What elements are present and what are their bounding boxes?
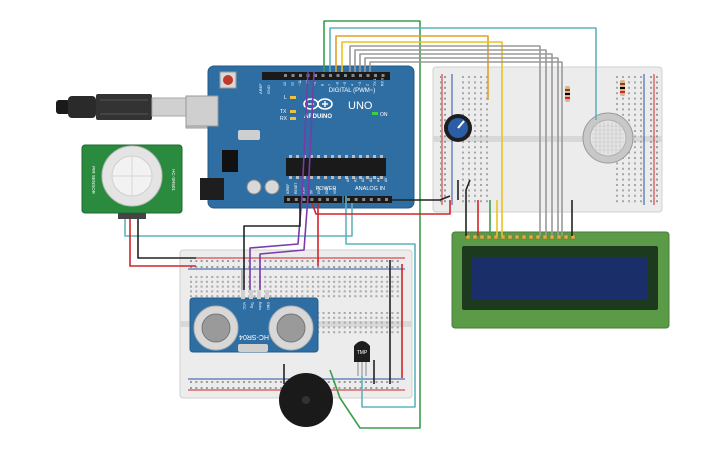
wire-gray-3 [359, 53, 553, 236]
led-tx-label: TX [280, 109, 287, 115]
gas-sensor-mesh [592, 122, 624, 154]
wire-teal-top [329, 27, 597, 120]
analog-pin-label: A4 [376, 178, 380, 182]
breadboard-right-holes [440, 76, 658, 203]
wire-black-pir [137, 219, 196, 259]
ultrasonic-pin-label: GND [266, 302, 270, 310]
wire-purple-1 [249, 71, 309, 290]
digital-pin-label: ~3 [358, 82, 362, 86]
led-on-label: ON [380, 112, 388, 118]
power-pin-label: GND [325, 186, 329, 194]
pir-left-label: PIR SENSOR [91, 166, 96, 195]
wire-green [323, 20, 421, 429]
wire-purple-2 [259, 71, 315, 290]
analog-pin-label: A2 [361, 178, 365, 182]
resistor-1 [565, 86, 570, 102]
analog-pin-label: A1 [354, 178, 358, 182]
lcd-screen [472, 258, 648, 300]
power-header-label: POWER [316, 186, 337, 192]
power-pin-label: IOREF [286, 184, 290, 194]
pir-right-label: HC-SR501 [171, 169, 176, 191]
digital-pin-label: ~6 [336, 82, 340, 86]
ultrasonic-pin-label: Trig [250, 302, 254, 308]
ultrasonic-pin-label: VCC [242, 302, 246, 310]
chip-legs [289, 155, 383, 179]
tmp-label: TMP [357, 350, 368, 356]
wire-red-pir [129, 219, 196, 267]
gnd-label: GND [266, 85, 271, 94]
wire-black-gnd [243, 203, 301, 290]
ultrasonic-sensor: HC-SR04 VCC Trig Echo GND [189, 290, 319, 353]
ultrasonic-pin-labels: VCC Trig Echo GND [241, 290, 270, 310]
digital-pin-label: RX 0 [381, 78, 385, 86]
breadboard-right [432, 66, 663, 213]
aref-label: AREF [258, 83, 263, 94]
wires [124, 20, 597, 429]
reset-button-icon[interactable] [223, 75, 233, 85]
wire-teal-pir [124, 203, 353, 237]
resistor-2 [620, 80, 625, 96]
wire-orange-1 [335, 35, 489, 100]
power-pin-label: 3.3V [302, 186, 306, 194]
digital-pin-label: ~11 [298, 80, 302, 86]
power-pin-label: 5V [309, 189, 313, 194]
digital-pin-label: ~9 [313, 82, 317, 86]
arduino-model-label: UNO [348, 100, 373, 112]
temperature-sensor: TMP [354, 341, 370, 376]
wire-black-analog [392, 195, 451, 201]
wire-gray-2 [354, 49, 547, 236]
digital-pin-label: 7 [328, 84, 332, 86]
potentiometer[interactable] [444, 114, 472, 142]
wire-gray-5 [369, 61, 563, 236]
digital-pin-label: ~5 [343, 82, 347, 86]
analog-header-label: ANALOG IN [355, 186, 385, 192]
digital-pin-label: TX 1 [373, 78, 377, 86]
gas-sensor [582, 112, 634, 164]
analog-pin-label: A0 [346, 178, 350, 182]
analog-pin-label: A5 [384, 178, 388, 182]
digital-pin-label: 8 [321, 84, 325, 86]
digital-pin-label: 13 [283, 82, 287, 86]
ultrasonic-model-label: HC-SR04 [239, 333, 269, 340]
arduino-logo-icon [303, 98, 333, 110]
led-l-label: L [284, 95, 287, 101]
power-pin-label: GND [317, 186, 321, 194]
power-pin-label: VIN [333, 188, 337, 194]
wire-red-arduino [311, 200, 451, 215]
piezo-buzzer [279, 373, 333, 427]
power-pin-label: RESET [294, 183, 298, 194]
wire-gray-1 [349, 45, 541, 236]
wire-orange-2 [341, 41, 503, 236]
digital-header-label: DIGITAL (PWM~) [329, 88, 376, 94]
arduino-brand-label: ARDUINO [304, 114, 332, 120]
atmega-chip [286, 158, 386, 176]
ultrasonic-pin-label: Echo [258, 302, 262, 310]
lcd-pin-header [465, 234, 576, 240]
pir-sensor: PIR SENSOR HC-SR501 [81, 144, 183, 219]
digital-pin-label: 12 [291, 82, 295, 86]
digital-pin-label: 4 [351, 84, 355, 86]
analog-pin-label: A3 [369, 178, 373, 182]
wire-lcd-black-1 [465, 179, 471, 236]
wire-gray-4 [364, 57, 559, 236]
digital-pin-label: 2 [366, 84, 370, 86]
led-rx-label: RX [280, 116, 288, 122]
lcd-16x2 [451, 231, 670, 329]
